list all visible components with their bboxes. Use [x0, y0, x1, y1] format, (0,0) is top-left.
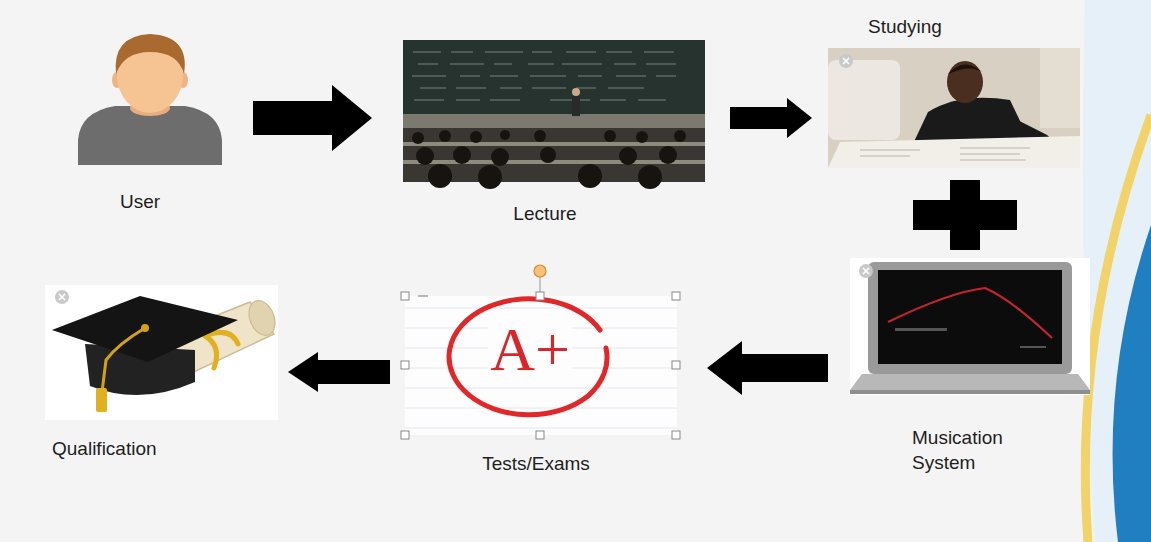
screen-bar — [1020, 346, 1046, 348]
selection-handles — [401, 292, 680, 439]
cap-tassel — [96, 388, 107, 412]
close-icon — [843, 58, 849, 64]
audience-head — [428, 164, 452, 188]
selection-handle — [672, 292, 680, 300]
papers — [828, 136, 1080, 168]
node-label: Tests/Exams — [482, 452, 590, 477]
lecturer-head — [572, 88, 580, 96]
audience-head — [478, 165, 502, 189]
selection-handle — [672, 361, 680, 369]
audience-head — [439, 130, 451, 142]
student-hair — [948, 64, 982, 74]
node-label: Musication System — [912, 426, 1032, 475]
background-panel — [1083, 0, 1151, 542]
laptop-base — [850, 374, 1090, 390]
image-node: User — [70, 35, 230, 225]
grade-circle — [449, 299, 607, 415]
test-paper — [405, 296, 677, 435]
diploma-ribbon — [205, 332, 238, 368]
desk-row — [403, 160, 705, 164]
lecturer-figure — [572, 96, 580, 116]
image-node: Lecture — [400, 35, 708, 230]
screen-logo — [888, 288, 1052, 338]
audience-head — [604, 130, 616, 142]
audience-head — [578, 164, 602, 188]
block-arrow — [253, 85, 372, 151]
diploma-end — [244, 297, 280, 339]
close-icon — [59, 294, 65, 300]
desk-row — [403, 142, 705, 146]
audience-heads — [412, 130, 686, 189]
close-icon — [859, 264, 873, 278]
wall — [1040, 48, 1080, 128]
user-hair — [116, 34, 185, 74]
audience-head — [540, 147, 556, 163]
block-arrow — [707, 341, 828, 395]
close-icon — [55, 290, 69, 304]
image-node: Studying — [826, 12, 1082, 172]
selection-handle — [401, 292, 409, 300]
grade-mark: A+ — [488, 318, 572, 380]
selection-handle — [536, 431, 544, 439]
image-node: Qualification — [42, 280, 282, 465]
block-arrow — [288, 352, 390, 392]
sofa — [828, 60, 900, 140]
cap-board — [52, 296, 238, 362]
node-label: Lecture — [513, 202, 576, 227]
close-icon — [863, 268, 869, 274]
node-label: User — [120, 190, 160, 215]
qualification-picture — [45, 285, 278, 420]
laptop-screen — [878, 270, 1062, 364]
audience-head — [500, 130, 510, 140]
audience-head — [659, 146, 677, 164]
background-swoosh — [1113, 225, 1151, 542]
paper-lines — [860, 148, 1030, 160]
laptop-bezel — [868, 262, 1072, 374]
audience-head — [638, 165, 662, 189]
cap-tassel — [102, 328, 145, 392]
audience-head — [491, 148, 509, 166]
laptop-base — [850, 390, 1090, 394]
lecture-photo — [403, 40, 705, 182]
audience-head — [416, 147, 434, 165]
selection-handle — [401, 361, 409, 369]
laptop-photo — [850, 258, 1090, 395]
student-head — [947, 61, 983, 103]
lecture-floor — [403, 114, 705, 130]
audience-head — [412, 132, 424, 144]
node-label: Studying — [868, 15, 942, 40]
audience-head — [470, 131, 482, 143]
selection-mark — [418, 296, 428, 297]
rotate-handle — [534, 265, 546, 277]
close-icon — [839, 54, 853, 68]
background-swoosh — [1085, 115, 1151, 542]
screen-bar — [895, 328, 947, 331]
selection-handle — [536, 292, 544, 300]
audience-head — [674, 130, 686, 142]
plus-sign — [913, 200, 1017, 230]
audience-head — [619, 147, 637, 165]
chalkboard — [403, 40, 705, 114]
studying-photo — [828, 48, 1080, 168]
student-arm — [1000, 118, 1044, 140]
selection-handle — [672, 431, 680, 439]
audience-head — [534, 130, 546, 142]
audience-head — [453, 146, 471, 164]
block-arrow — [730, 98, 812, 138]
paper-lines — [405, 308, 677, 428]
node-label: Qualification — [52, 437, 157, 462]
image-node: Musication System — [848, 255, 1092, 480]
cap-button — [141, 324, 149, 332]
selection-handle — [401, 431, 409, 439]
audience-head — [636, 131, 648, 143]
chalk-writing — [412, 52, 676, 100]
